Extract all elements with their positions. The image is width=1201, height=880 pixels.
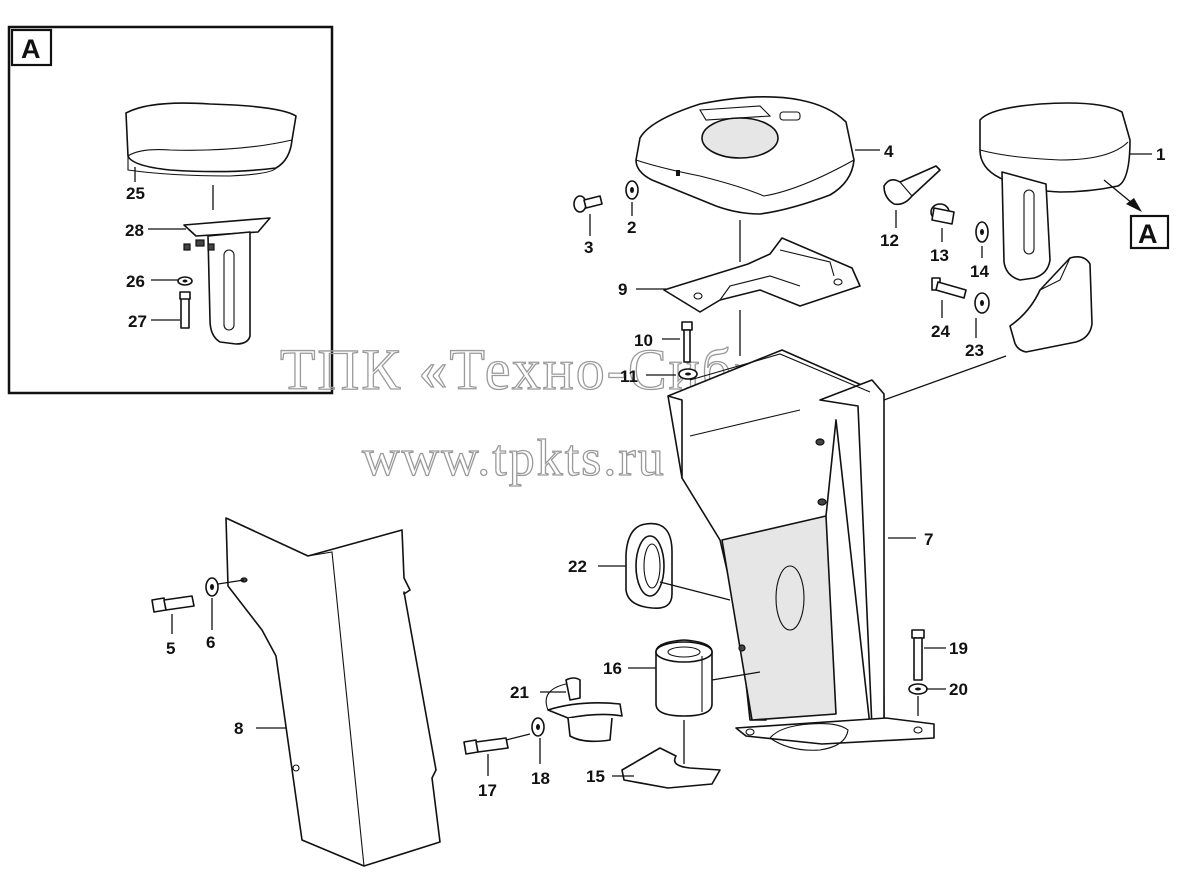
watermark-website: www.tpkts.ru xyxy=(362,430,666,487)
callout-16: 16 xyxy=(603,659,622,678)
washer-2 xyxy=(625,180,639,200)
armrest-1: A xyxy=(979,102,1170,281)
callout-15: 15 xyxy=(586,767,605,786)
callout-24: 24 xyxy=(931,322,950,341)
bushing-13 xyxy=(930,203,955,225)
washer-18 xyxy=(531,717,545,737)
callout-13: 13 xyxy=(930,246,949,265)
bolt-19 xyxy=(911,629,925,681)
side-panel-8 xyxy=(225,517,441,867)
detail-view-frame xyxy=(7,25,334,395)
washer-14 xyxy=(975,221,989,243)
callout-18: 18 xyxy=(531,769,550,788)
callout-8: 8 xyxy=(234,719,243,738)
callout-22: 22 xyxy=(568,557,587,576)
armrest-cushion-25 xyxy=(125,102,297,173)
washer-11 xyxy=(678,368,698,380)
callout-4: 4 xyxy=(884,142,894,161)
callout-3: 3 xyxy=(584,238,593,257)
detail-view-a: A xyxy=(7,25,334,395)
callout-7: 7 xyxy=(924,530,933,549)
wedge-15 xyxy=(612,720,721,789)
callout-2: 2 xyxy=(627,218,636,237)
pedestal-7 xyxy=(667,310,1007,751)
callout-labels: 1 2 3 4 5 6 7 8 9 10 11 12 13 14 15 16 1… xyxy=(125,142,1165,800)
callout-23: 23 xyxy=(965,341,984,360)
callout-26: 26 xyxy=(126,272,145,291)
callout-28: 28 xyxy=(125,221,144,240)
callout-21: 21 xyxy=(510,683,529,702)
callout-14: 14 xyxy=(970,262,989,281)
callout-1: 1 xyxy=(1156,145,1165,164)
callout-27: 27 xyxy=(128,312,147,331)
callout-a-label: A xyxy=(1138,219,1158,249)
callout-9: 9 xyxy=(618,280,627,299)
callout-10: 10 xyxy=(634,331,653,350)
callout-17: 17 xyxy=(478,781,497,800)
bolt-17 xyxy=(463,737,509,755)
bolt-24 xyxy=(931,277,967,299)
callout-19: 19 xyxy=(949,639,968,658)
clamp-21 xyxy=(540,677,623,743)
mounting-plate-9 xyxy=(636,220,861,313)
callout-25: 25 xyxy=(126,184,145,203)
detail-view-label: A xyxy=(21,34,41,64)
screw-3 xyxy=(573,195,603,213)
bolt-27 xyxy=(180,297,190,329)
washer-20 xyxy=(908,683,928,695)
washer-23 xyxy=(974,292,990,314)
bolt-5 xyxy=(151,595,195,613)
callout-5: 5 xyxy=(166,639,175,658)
callout-6: 6 xyxy=(206,633,215,652)
lever-12 xyxy=(883,165,941,206)
callout-20: 20 xyxy=(949,680,968,699)
callout-12: 12 xyxy=(880,231,899,250)
callout-11: 11 xyxy=(620,367,638,386)
callout-a-box xyxy=(1129,214,1170,250)
detail-view-label-box xyxy=(10,28,53,67)
bolt-10 xyxy=(681,321,693,363)
grommet-22 xyxy=(598,522,731,610)
bracket-28 xyxy=(183,217,271,237)
console-cover-4 xyxy=(635,96,880,215)
washer-6 xyxy=(205,577,219,597)
sleeve-16 xyxy=(628,639,761,717)
side-bracket xyxy=(1009,256,1093,353)
